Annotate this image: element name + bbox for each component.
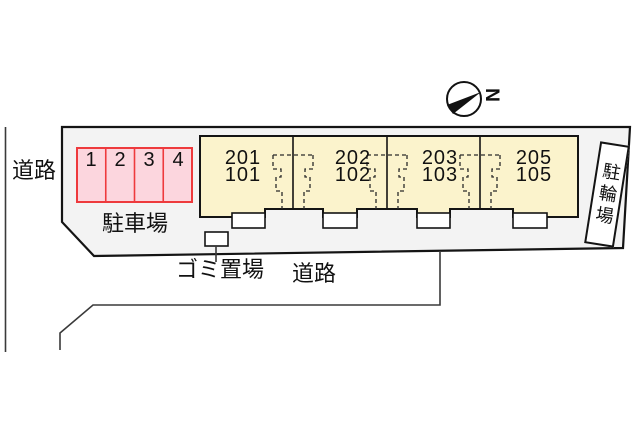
parking-stall-number: 1 xyxy=(85,149,97,171)
entrance-porch xyxy=(231,212,266,229)
unit-number-upper: 203 xyxy=(421,147,459,169)
stair-dashed-path xyxy=(272,155,283,209)
unit-number-lower: 105 xyxy=(515,164,553,186)
unit-number-lower: 103 xyxy=(421,164,459,186)
parking-stall-number: 2 xyxy=(114,149,126,171)
compass-needle xyxy=(447,92,481,114)
parking-area-label: 駐車場 xyxy=(102,211,169,236)
parking-stall-number: 3 xyxy=(143,149,155,171)
unit-number-lower: 101 xyxy=(224,164,262,186)
stair-dashed-path xyxy=(366,155,377,209)
stair-dashed-path xyxy=(303,155,314,209)
stair-dashed-path xyxy=(397,155,408,209)
stair-dashed-path xyxy=(490,155,501,209)
entrance-porch xyxy=(512,212,548,229)
garbage-area-label: ゴミ置場 xyxy=(176,257,265,282)
unit-label: 203 103 xyxy=(408,147,472,186)
stair-dashed-path xyxy=(459,155,470,209)
unit-label: 201 101 xyxy=(211,147,275,186)
entrance-porch xyxy=(322,212,358,229)
parking-stall-number: 4 xyxy=(172,149,184,171)
compass-north-letter: N xyxy=(481,88,502,102)
bottom-road-boundary xyxy=(59,251,441,350)
road-label-bottom: 道路 xyxy=(292,261,337,286)
road-label-left: 道路 xyxy=(12,158,57,183)
unit-number-upper: 205 xyxy=(515,147,553,169)
garbage-station-box xyxy=(204,231,229,247)
unit-number-lower: 102 xyxy=(334,164,372,186)
bicycle-parking-label: 駐輪場 xyxy=(591,160,623,229)
unit-label: 205 105 xyxy=(502,147,566,186)
unit-label: 202 102 xyxy=(321,147,385,186)
unit-number-upper: 202 xyxy=(334,147,372,169)
entrance-porch xyxy=(416,212,451,229)
unit-number-upper: 201 xyxy=(224,147,262,169)
